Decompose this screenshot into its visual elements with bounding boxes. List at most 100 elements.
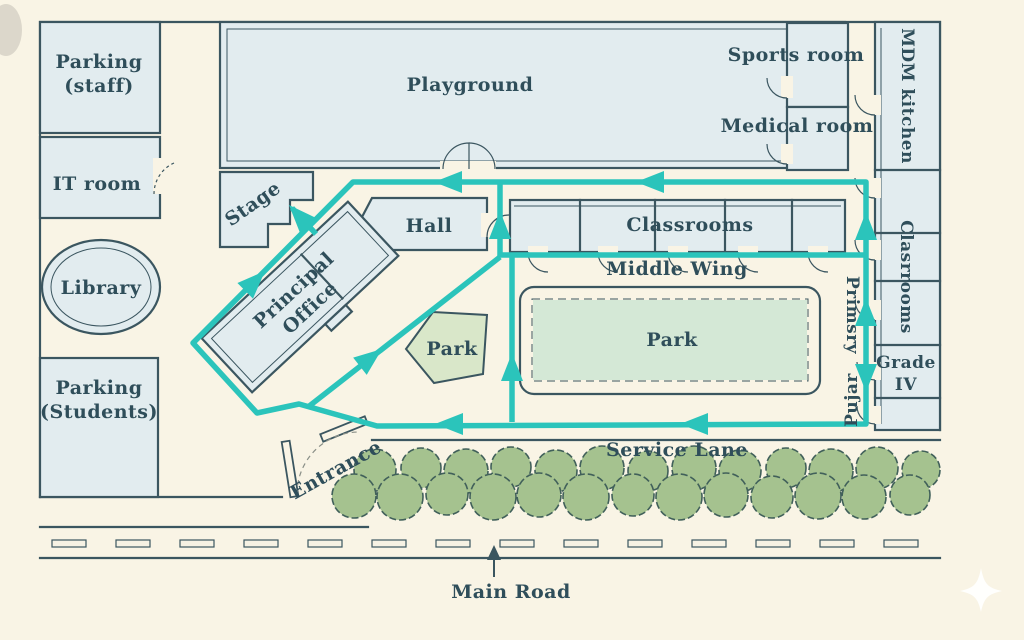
route-arrow-icon: [289, 205, 317, 233]
route-arrow-icon: [434, 171, 462, 193]
parking-staff-label2: (staff): [64, 75, 134, 97]
primary-wing-label-top: Primsry: [842, 276, 862, 355]
classrooms-middle-label: Classrooms: [626, 214, 753, 236]
tree-row: [331, 445, 941, 521]
playground-area: [218, 20, 847, 170]
tree: [469, 473, 517, 521]
road-dash: [819, 539, 855, 548]
tree: [750, 475, 794, 519]
grade-iv-label2: IV: [895, 375, 917, 395]
mdm-kitchen-label: MDM kitchen: [897, 28, 917, 164]
tree: [611, 473, 655, 517]
library-inner-ring: [50, 247, 152, 327]
road-dash: [371, 539, 407, 548]
park-large-dashed: [531, 298, 809, 382]
tree: [425, 472, 469, 516]
playground-label: Playground: [407, 74, 534, 96]
hall-door-arc: [486, 214, 510, 238]
route-office-diagonal: [306, 254, 502, 410]
tree: [794, 472, 842, 520]
main-road-label: Main Road: [451, 581, 571, 603]
route-arrow-icon: [489, 211, 511, 239]
playground-door-left-arc: [442, 142, 470, 170]
tree: [655, 473, 703, 521]
route-arrow-icon: [855, 212, 877, 240]
route-arrows: [237, 171, 877, 435]
grounds-layer: [0, 4, 1002, 612]
right-wing-area: [873, 20, 942, 432]
road-dash: [307, 539, 343, 548]
library-label: Library: [61, 277, 142, 299]
road-dash: [691, 539, 727, 548]
principal-office-area: [200, 200, 400, 394]
stage-area: [218, 170, 315, 249]
tree: [841, 474, 887, 520]
hall-door-gap: [481, 213, 493, 237]
park-small-area: [404, 310, 489, 385]
right-wing-doors: [854, 94, 881, 425]
road-dash: [755, 539, 791, 548]
road-dash: [115, 539, 151, 548]
road-dash: [51, 539, 87, 548]
middle-wing-label: Middle Wing: [606, 258, 748, 280]
classrooms-right-label: Clasrrooms: [896, 220, 916, 334]
road-dash: [243, 539, 279, 548]
hall-label: Hall: [406, 215, 453, 237]
route-arrow-icon: [353, 349, 382, 375]
grade-iv-label: Grade: [876, 353, 936, 373]
route-arrow-icon: [855, 298, 877, 326]
medical-room-area: [785, 105, 850, 172]
route-arrow-icon: [237, 271, 265, 299]
gate-bar-left: [280, 439, 300, 499]
park-large-label: Park: [646, 329, 698, 351]
service-lane-label: Service Lane: [606, 439, 748, 461]
road-dash: [435, 539, 471, 548]
parking-students-label: Parking: [55, 377, 142, 399]
hall-area: [360, 196, 489, 252]
tree: [516, 472, 562, 518]
sports-door-arc: [766, 77, 788, 99]
tree: [889, 474, 931, 516]
route-arrow-icon: [680, 413, 708, 435]
gate-swing-arc: [296, 431, 360, 495]
route-layer: [190, 171, 877, 435]
playground-door-right-arc: [468, 142, 496, 170]
road-lane-dashes: [51, 539, 919, 548]
it-room-door-arc: [153, 162, 175, 195]
tree: [331, 473, 377, 519]
road-dash: [179, 539, 215, 548]
route-arrow-icon: [855, 364, 877, 392]
office-door-step: [323, 303, 354, 333]
route-arrow-icon: [501, 353, 523, 381]
right-wing-partitions: [873, 168, 942, 400]
main-road-arrow-icon: [487, 545, 501, 577]
park-large-border: [518, 285, 822, 396]
route-arrow-icon: [435, 413, 463, 435]
medical-door-gap: [781, 144, 793, 164]
sparkle-icon: [960, 568, 1002, 612]
parking-staff-area: [38, 20, 162, 135]
route-main-loop: [190, 179, 869, 429]
road-dash: [563, 539, 599, 548]
tree: [703, 472, 749, 518]
medical-room-label: Medical room: [721, 115, 874, 137]
road-dash: [883, 539, 919, 548]
it-room-label: IT room: [53, 173, 142, 195]
classrooms-partitions: [578, 198, 794, 254]
parking-students-label2: (Students): [40, 401, 158, 423]
playground-door-gap: [440, 161, 496, 174]
photo-smudge: [0, 4, 22, 56]
park-small-label: Park: [426, 338, 478, 360]
entrance-gate: [280, 415, 369, 499]
sports-room-label: Sports room: [728, 44, 865, 66]
parking-students-area: [38, 356, 160, 499]
route-arrow-icon: [636, 171, 664, 193]
tree: [562, 473, 610, 521]
parking-staff-label: Parking: [55, 51, 142, 73]
medical-door-arc: [766, 143, 788, 165]
library-area: [40, 238, 162, 336]
road-dash: [499, 539, 535, 548]
primary-wing-label-bottom: Pujar: [842, 373, 862, 427]
